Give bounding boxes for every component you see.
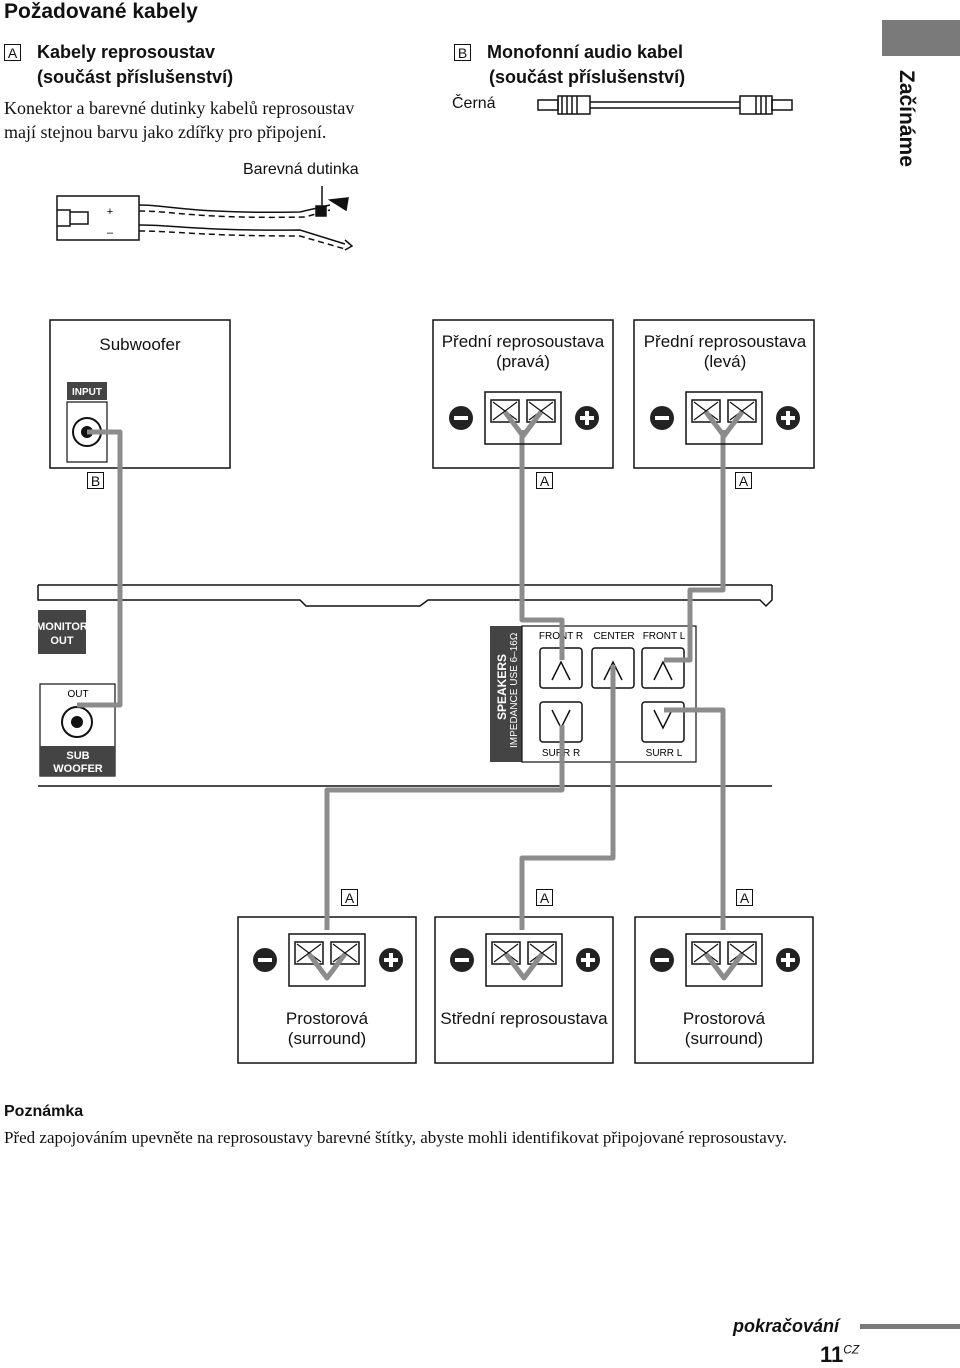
terminal-block	[288, 933, 366, 987]
speakers-label: SPEAKERS	[495, 654, 509, 720]
monitor-out-badge	[38, 610, 86, 654]
surround-left-terminals[interactable]	[650, 933, 800, 987]
marker-a-front-left: A	[735, 472, 752, 489]
speaker-terminal-panel	[521, 625, 697, 763]
subwoofer-box	[49, 319, 231, 469]
marker-a-surround-left: A	[736, 889, 753, 906]
surr-l-terminal-label: SURR L	[646, 748, 683, 759]
woofer-label: WOOFER	[53, 763, 103, 775]
center-speaker-label: Střední reprosoustava	[440, 1009, 608, 1028]
cable-a-title: Kabely reprosoustav	[37, 42, 216, 62]
marker-b-subwoofer: B	[87, 472, 104, 489]
center-terminal-label: CENTER	[593, 631, 634, 642]
marker-a-center: A	[536, 889, 553, 906]
surround-left-label: Prostorová(surround)	[682, 1009, 766, 1048]
note-heading: Poznámka	[4, 1103, 84, 1120]
surround-right-terminals[interactable]	[253, 933, 403, 987]
continue-bar	[860, 1324, 960, 1329]
terminal-block	[485, 933, 563, 987]
terminal-block	[484, 391, 562, 445]
section-tab	[882, 20, 960, 56]
continue-label: pokračování	[733, 1316, 840, 1336]
sleeve-label: Barevná dutinka	[243, 161, 359, 178]
front-left-label: Přední reprosoustava(levá)	[643, 332, 807, 371]
marker-a-front-right: A	[536, 472, 553, 489]
center-speaker-box	[434, 916, 614, 1064]
cable-minus-sign: –	[107, 227, 114, 239]
front-right-terminals[interactable]	[449, 391, 599, 445]
monitor-out-label: OUT	[50, 635, 74, 647]
unit-rear-panel	[37, 584, 773, 787]
speakers-label-plate	[490, 626, 522, 762]
subwoofer-label: Subwoofer	[99, 335, 181, 354]
surr-l-terminal[interactable]	[641, 701, 685, 743]
cable-a-marker: A	[4, 44, 21, 61]
front-l-terminal-label: FRONT L	[643, 631, 686, 642]
speaker-cable-illustration	[56, 186, 354, 251]
rca-cable-illustration	[537, 95, 793, 115]
monitor-label: MONITOR	[36, 621, 88, 633]
input-badge	[67, 382, 107, 400]
page-title: Požadované kabely	[4, 0, 198, 23]
marker-a-surround-right: A	[341, 889, 358, 906]
note-text: Před zapojováním upevněte na reprosousta…	[4, 1128, 787, 1147]
terminal-block	[685, 933, 763, 987]
cable-b-color-label: Černá	[452, 95, 496, 112]
sub-label: SUB	[66, 750, 89, 762]
input-label: INPUT	[72, 387, 102, 398]
page-number: 11CZ	[820, 1342, 860, 1367]
cable-a-heading: A Kabely reprosoustav (součást příslušens…	[4, 40, 233, 90]
sub-out-label: OUT	[67, 689, 88, 700]
connecting-cables	[77, 429, 726, 930]
terminal-block	[685, 391, 763, 445]
surround-right-label: Prostorová(surround)	[285, 1009, 369, 1048]
cable-a-subtitle: (součást příslušenství)	[37, 67, 234, 87]
front-l-terminal[interactable]	[641, 647, 685, 689]
front-left-terminals[interactable]	[650, 391, 800, 445]
impedance-label: IMPEDANCE USE 6–16Ω	[509, 632, 520, 748]
cable-b-subtitle: (součást příslušenství)	[489, 67, 686, 87]
cable-b-title: Monofonní audio kabel	[487, 42, 683, 62]
cable-b-marker: B	[454, 44, 471, 61]
front-right-label: Přední reprosoustava(pravá)	[441, 332, 605, 371]
cable-plus-sign: +	[107, 206, 113, 218]
cable-b-heading: B Monofonní audio kabel (součást přísluše…	[454, 40, 685, 90]
center-speaker-terminals[interactable]	[450, 933, 600, 987]
cable-a-description: Konektor a barevné dutinky kabelů repros…	[4, 98, 355, 142]
